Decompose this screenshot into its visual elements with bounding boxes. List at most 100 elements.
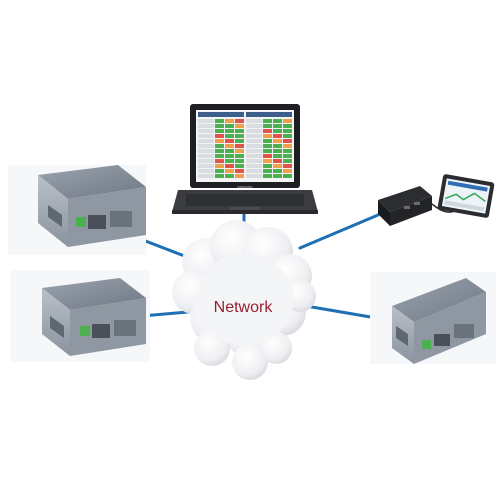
screen-table-cell <box>246 169 262 173</box>
screen-table-cell <box>215 169 224 173</box>
screen-table-cell <box>273 154 282 158</box>
screen-table-header <box>246 112 292 117</box>
screen-table-cell <box>198 119 214 123</box>
network-label: Network <box>214 299 274 316</box>
screen-table-cell <box>198 124 214 128</box>
screen-table-cell <box>283 144 292 148</box>
screen-table-cell <box>273 169 282 173</box>
screen-table-cell <box>283 169 292 173</box>
screen-table-cell <box>263 159 272 163</box>
screen-table-cell <box>246 149 262 153</box>
screen-table-cell <box>235 119 244 123</box>
screen-table-cell <box>215 159 224 163</box>
screen-table-cell <box>283 174 292 178</box>
screen-table-cell <box>273 164 282 168</box>
screen-table-cell <box>273 174 282 178</box>
screen-table-cell <box>225 154 234 158</box>
screen-table-cell <box>263 139 272 143</box>
device-top-left <box>8 165 146 255</box>
screen-table-cell <box>235 159 244 163</box>
device-bottom-right <box>370 272 496 364</box>
screen-table-cell <box>246 164 262 168</box>
screen-table-cell <box>225 144 234 148</box>
screen-table-cell <box>283 154 292 158</box>
screen-table-cell <box>246 159 262 163</box>
screen-table-cell <box>273 149 282 153</box>
screen-table-cell <box>263 119 272 123</box>
screen-table-cell <box>198 139 214 143</box>
analyzer-with-tablet <box>378 174 495 226</box>
screen-table-cell <box>235 144 244 148</box>
screen-table-cell <box>198 159 214 163</box>
screen-table-cell <box>273 129 282 133</box>
screen-table-cell <box>225 139 234 143</box>
screen-table-cell <box>263 169 272 173</box>
screen-table-cell <box>283 159 292 163</box>
screen-table-cell <box>225 134 234 138</box>
screen-table-cell <box>246 139 262 143</box>
screen-table-cell <box>215 144 224 148</box>
screen-table-cell <box>283 164 292 168</box>
screen-table-cell <box>215 134 224 138</box>
screen-table-cell <box>225 119 234 123</box>
screen-table-cell <box>283 149 292 153</box>
screen-table-cell <box>225 129 234 133</box>
screen-table-cell <box>273 119 282 123</box>
link-analyzer <box>298 213 380 250</box>
screen-table-cell <box>273 134 282 138</box>
screen-table-cell <box>235 169 244 173</box>
screen-table-cell <box>235 124 244 128</box>
screen-table-cell <box>273 144 282 148</box>
screen-table-cell <box>225 174 234 178</box>
screen-table-cell <box>215 164 224 168</box>
analyzer-unit <box>378 186 432 226</box>
screen-table-cell <box>246 144 262 148</box>
screen-table-cell <box>215 154 224 158</box>
screen-table-cell <box>235 174 244 178</box>
screen-table-cell <box>263 174 272 178</box>
screen-table-cell <box>215 124 224 128</box>
screen-table-cell <box>283 119 292 123</box>
screen-table-cell <box>235 149 244 153</box>
screen-table-cell <box>198 154 214 158</box>
screen-table-cell <box>246 129 262 133</box>
screen-table-cell <box>215 129 224 133</box>
screen-table-cell <box>263 134 272 138</box>
screen-table-cell <box>263 124 272 128</box>
screen-table-cell <box>198 129 214 133</box>
screen-table-cell <box>215 119 224 123</box>
screen-table-cell <box>225 124 234 128</box>
screen-table-cell <box>283 139 292 143</box>
screen-table-cell <box>283 124 292 128</box>
screen-table-cell <box>198 164 214 168</box>
screen-table-cell <box>246 174 262 178</box>
screen-table-cell <box>198 144 214 148</box>
screen-table-cell <box>215 149 224 153</box>
screen-table-cell <box>215 174 224 178</box>
screen-table-cell <box>215 139 224 143</box>
screen-table-header <box>198 112 244 117</box>
laptop-screen <box>198 112 292 178</box>
screen-table-cell <box>263 129 272 133</box>
monitoring-laptop: SAMSUNG <box>172 104 318 214</box>
screen-table-cell <box>246 124 262 128</box>
screen-table-cell <box>283 134 292 138</box>
screen-table-cell <box>198 169 214 173</box>
screen-table-cell <box>198 149 214 153</box>
screen-table-cell <box>225 159 234 163</box>
screen-table-cell <box>273 124 282 128</box>
screen-table-cell <box>263 154 272 158</box>
screen-table-cell <box>246 134 262 138</box>
screen-table-cell <box>198 134 214 138</box>
screen-table-cell <box>273 139 282 143</box>
screen-table-cell <box>263 144 272 148</box>
screen-table-cell <box>225 169 234 173</box>
screen-table-cell <box>263 164 272 168</box>
network-cloud: Network <box>172 220 316 380</box>
screen-table-cell <box>235 154 244 158</box>
screen-table-cell <box>225 164 234 168</box>
screen-table-cell <box>246 119 262 123</box>
tablet <box>437 174 495 218</box>
laptop-brand: SAMSUNG <box>237 185 253 189</box>
